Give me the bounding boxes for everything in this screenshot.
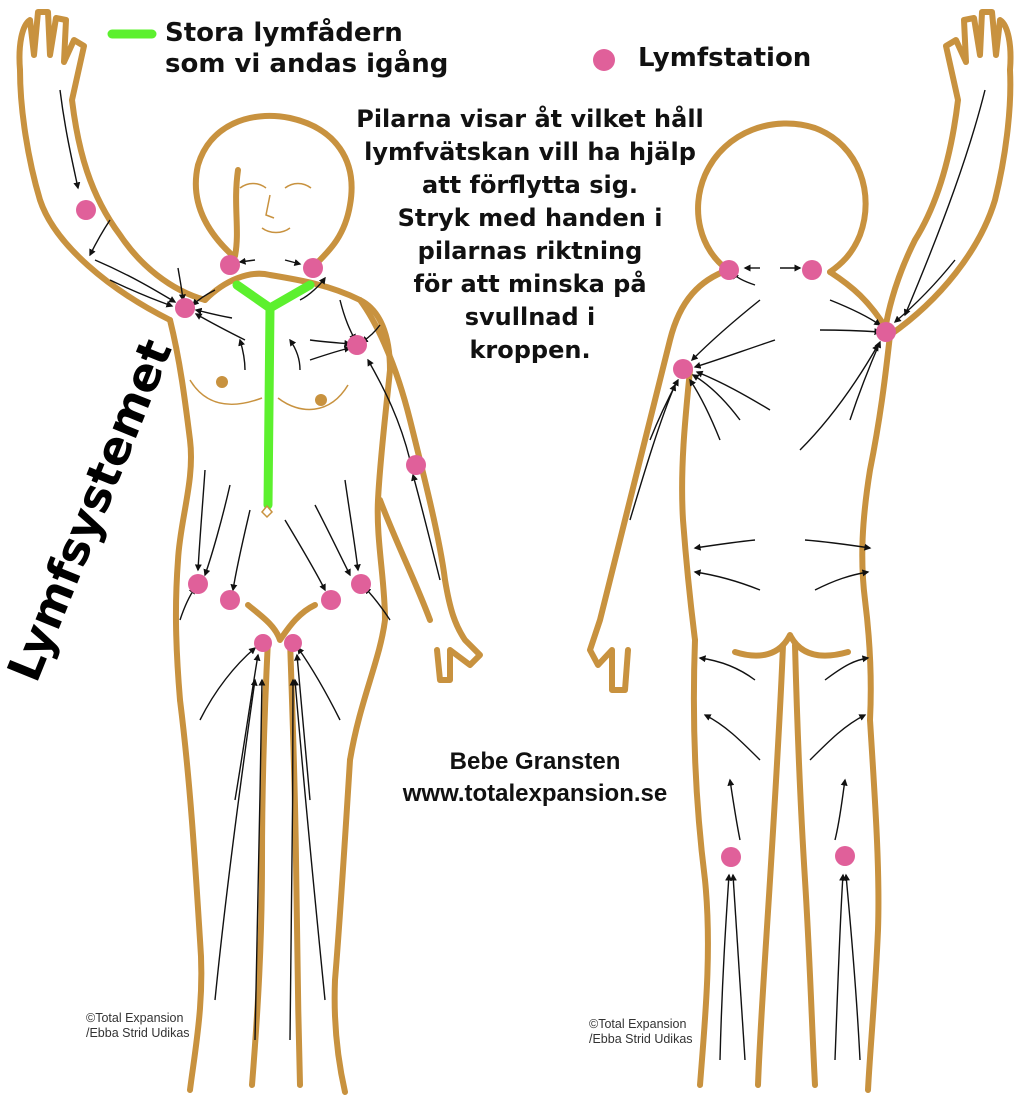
lymph-node-front-hip-left <box>188 574 208 594</box>
legend-dot-label: Lymfstation <box>638 43 811 74</box>
copyright-front: ©Total Expansion /Ebba Strid Udikas <box>86 1011 190 1041</box>
lymph-node-front-groin-left <box>220 590 240 610</box>
lymph-node-front-inner-left <box>254 634 272 652</box>
thoracic-duct-line <box>237 285 310 505</box>
front-nipple-right <box>315 394 327 406</box>
lymph-node-front-elbow <box>76 200 96 220</box>
lymph-node-back-neck-right <box>802 260 822 280</box>
instructions-text: Pilarna visar åt vilket håll lymfvätskan… <box>330 103 730 367</box>
lymph-node-back-knee-left <box>721 847 741 867</box>
lymph-node-back-armpit-right <box>876 322 896 342</box>
pink-dot-icon <box>593 49 615 71</box>
lymph-node-front-inner-right <box>284 634 302 652</box>
lymph-node-front-groin-right <box>321 590 341 610</box>
lymph-node-front-armpit-left <box>175 298 195 318</box>
lymph-node-front-neck-left <box>220 255 240 275</box>
lymph-node-front-hip-right <box>351 574 371 594</box>
lymph-node-back-knee-right <box>835 846 855 866</box>
copyright-back: ©Total Expansion /Ebba Strid Udikas <box>589 1017 693 1047</box>
author-credit: Bebe Gransten www.totalexpansion.se <box>355 746 715 810</box>
lymph-node-front-elbow-right <box>406 455 426 475</box>
lymph-node-front-neck-right <box>303 258 323 278</box>
legend-green-line-label: Stora lymfådern som vi andas igång <box>165 18 448 80</box>
front-nipple-left <box>216 376 228 388</box>
